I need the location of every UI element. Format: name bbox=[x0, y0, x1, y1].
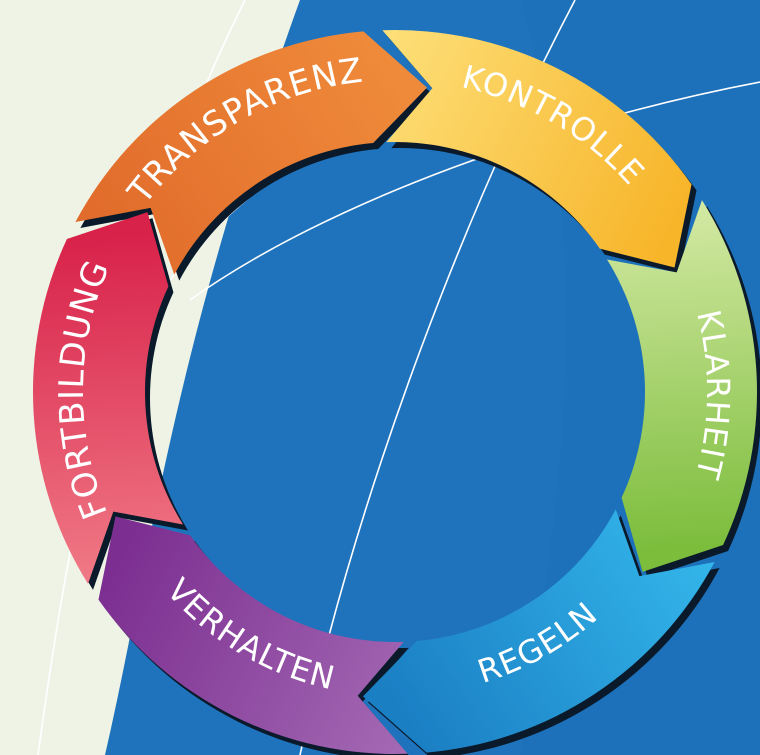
segment-verhalten bbox=[98, 516, 408, 754]
segment-kontrolle bbox=[382, 29, 692, 268]
cycle-segments bbox=[33, 29, 758, 754]
segment-klarheit bbox=[607, 200, 758, 572]
segment-fortbildung bbox=[33, 212, 183, 584]
segment-regeln bbox=[363, 509, 715, 753]
grid-line bbox=[189, 81, 760, 301]
segment-transparenz bbox=[75, 31, 427, 275]
